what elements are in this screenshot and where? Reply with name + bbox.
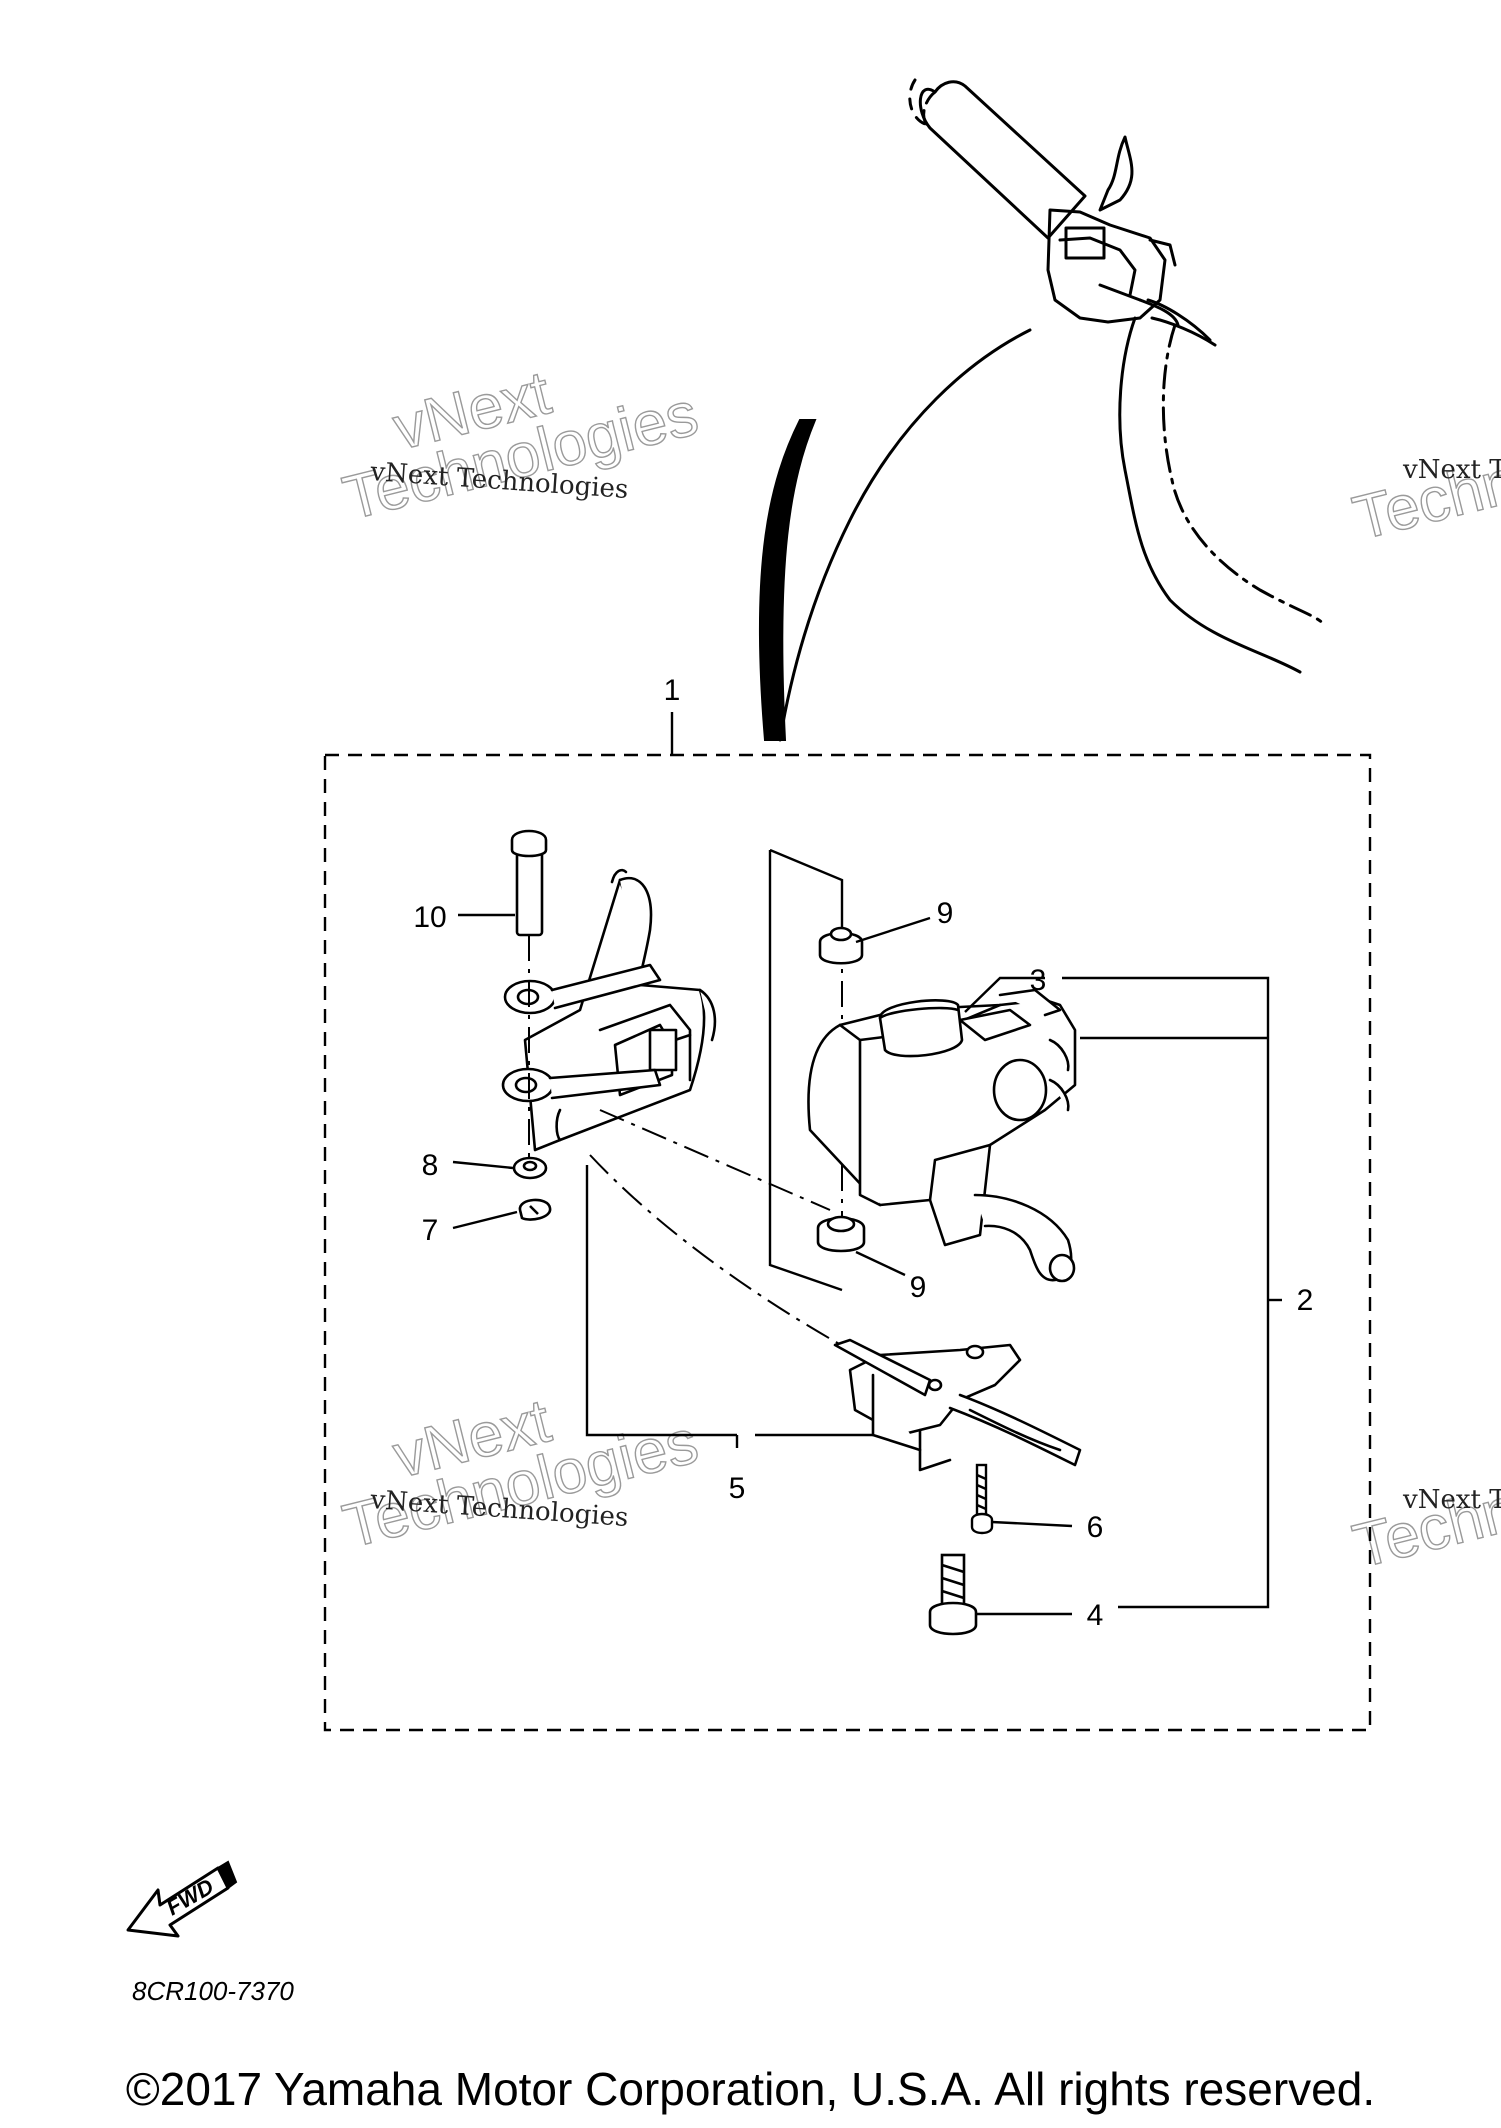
callout-3: 3 [1030, 964, 1047, 997]
drawing-code: 8CR100-7370 [132, 1976, 294, 2006]
kit-boundary [323, 753, 1372, 1732]
callout-8: 8 [422, 1149, 439, 1182]
watermark-line: vNext Technologies [1402, 455, 1501, 485]
fwd-arrow-icon: FWD [126, 1860, 238, 1938]
throttle-lever [501, 868, 717, 1152]
callout-6: 6 [1087, 1511, 1104, 1544]
part-8-washer [512, 1156, 548, 1180]
callout-9-upper: 9 [937, 897, 954, 930]
watermark-top-left: vNext Technologies vNext Technologies [336, 358, 705, 535]
callout-numbers: 1 2 3 4 5 6 7 8 9 9 10 [413, 674, 1313, 1632]
control-cable [758, 419, 817, 741]
callout-5: 5 [729, 1472, 746, 1505]
callout-2: 2 [1297, 1284, 1314, 1317]
part-7-circlip [518, 1198, 552, 1221]
callout-9-lower: 9 [910, 1271, 927, 1304]
part-6-screw [970, 1463, 994, 1535]
watermark-bottom-left: vNext Technologies vNext Technologies [336, 1386, 705, 1563]
watermark-line: vNext Technologies [1402, 1485, 1501, 1515]
part-2-switch-housing [807, 988, 1077, 1283]
part-9-grommet-upper [818, 926, 864, 965]
callout-4: 4 [1087, 1599, 1104, 1632]
callout-7: 7 [422, 1214, 439, 1247]
handlebar-illustration [778, 78, 1327, 742]
part-4-bolt [928, 1553, 978, 1636]
part-10-bolt [510, 829, 548, 937]
callout-1: 1 [664, 674, 681, 707]
copyright-notice: ©2017 Yamaha Motor Corporation, U.S.A. A… [125, 2063, 1376, 2115]
switch-mount-bracket [768, 848, 844, 1292]
part-9-grommet-lower [816, 1215, 866, 1253]
callout-10: 10 [413, 901, 446, 934]
leader-lines [452, 913, 1282, 1616]
watermark-top-right: Technologies vNext Technologies [1346, 398, 1501, 554]
part-5-sensor-bracket [833, 1338, 1082, 1472]
